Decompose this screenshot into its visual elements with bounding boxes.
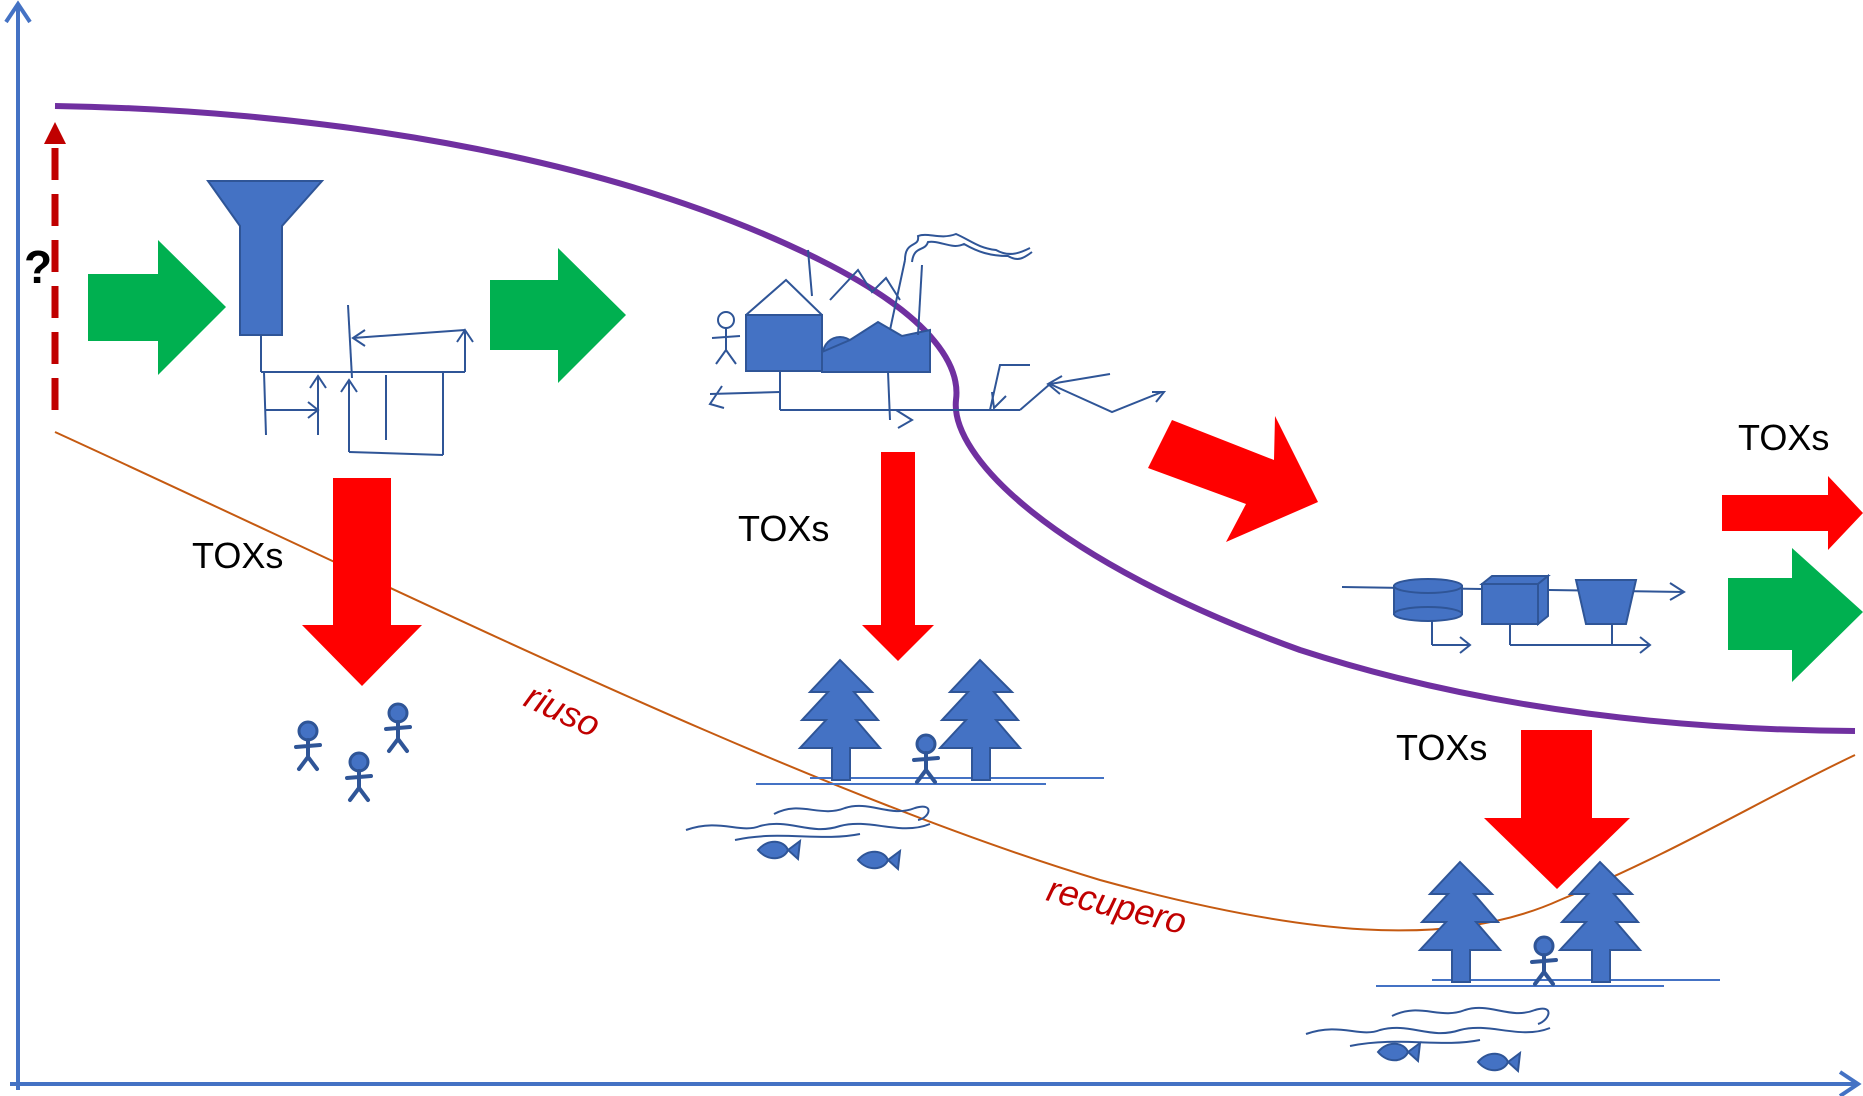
treatment-plant-icon (1341, 573, 1686, 654)
tox-label-2: TOXs (738, 508, 829, 549)
funnel-tank-icon (206, 180, 474, 456)
factory-icon (708, 232, 1167, 429)
landscape-icon-1 (685, 659, 1104, 870)
y-axis-arrowhead (4, 0, 32, 24)
reuse-label: riuso (519, 675, 607, 745)
recovery-label: recupero (1043, 868, 1191, 942)
red-down-arrow-3 (1484, 730, 1630, 889)
red-right-arrow (1722, 476, 1863, 550)
tox-label-4: TOXs (1396, 727, 1487, 768)
red-down-arrow-2 (862, 452, 934, 661)
lower-curve (54, 431, 1856, 932)
people-group-icon (294, 702, 412, 802)
red-down-arrow-1 (302, 478, 422, 686)
landscape-icon-2 (1305, 861, 1720, 1072)
dashed-up-arrow (44, 122, 66, 410)
factory-worker-icon (711, 311, 741, 365)
green-arrow-2 (490, 248, 626, 383)
axes (4, 0, 1862, 1096)
x-axis-arrowhead (1838, 1070, 1862, 1096)
green-arrow-3 (1728, 548, 1863, 682)
question-mark: ? (24, 241, 52, 293)
tox-label-3: TOXs (1738, 417, 1829, 458)
green-arrow-1 (88, 240, 226, 375)
tox-label-1: TOXs (192, 535, 283, 576)
red-diagonal-arrow (1148, 416, 1318, 542)
upper-curve (54, 103, 1856, 734)
